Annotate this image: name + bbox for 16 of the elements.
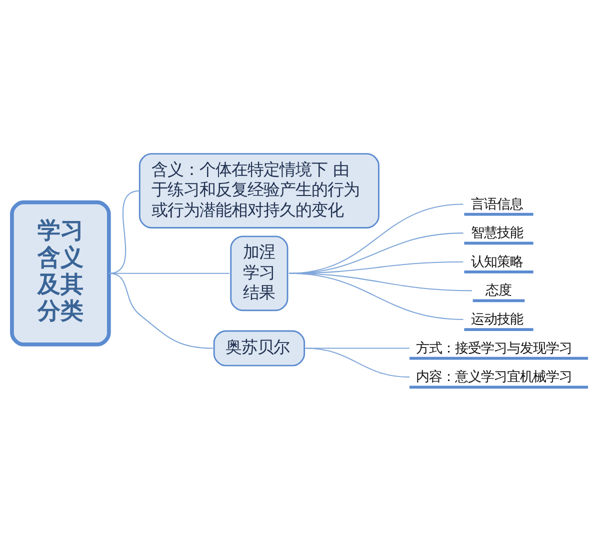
- node-text: 内容：意义学习宜机械学习: [416, 370, 572, 386]
- connector: [288, 272, 464, 320]
- node-text: 认知策略: [470, 254, 523, 270]
- node-text: 智慧技能: [470, 226, 523, 242]
- connector: [305, 348, 410, 378]
- connector: [108, 190, 140, 274]
- node-text: 运动技能: [470, 312, 523, 328]
- node-box: 奥苏贝尔: [213, 330, 306, 366]
- connector: [305, 348, 410, 349]
- node-text: 方式：接受学习与发现学习: [416, 341, 572, 356]
- node-box: 加涅学习结果: [230, 236, 288, 312]
- node-text: 态度: [485, 284, 512, 299]
- connector: [108, 272, 214, 349]
- node-box: 学习含义及其分类: [10, 200, 111, 346]
- node-box: 含义：个体在特定情境下 由于练习和反复经验产生的行为或行为潜能相对持久的变化: [138, 153, 380, 228]
- node-text: 言语信息: [470, 197, 523, 212]
